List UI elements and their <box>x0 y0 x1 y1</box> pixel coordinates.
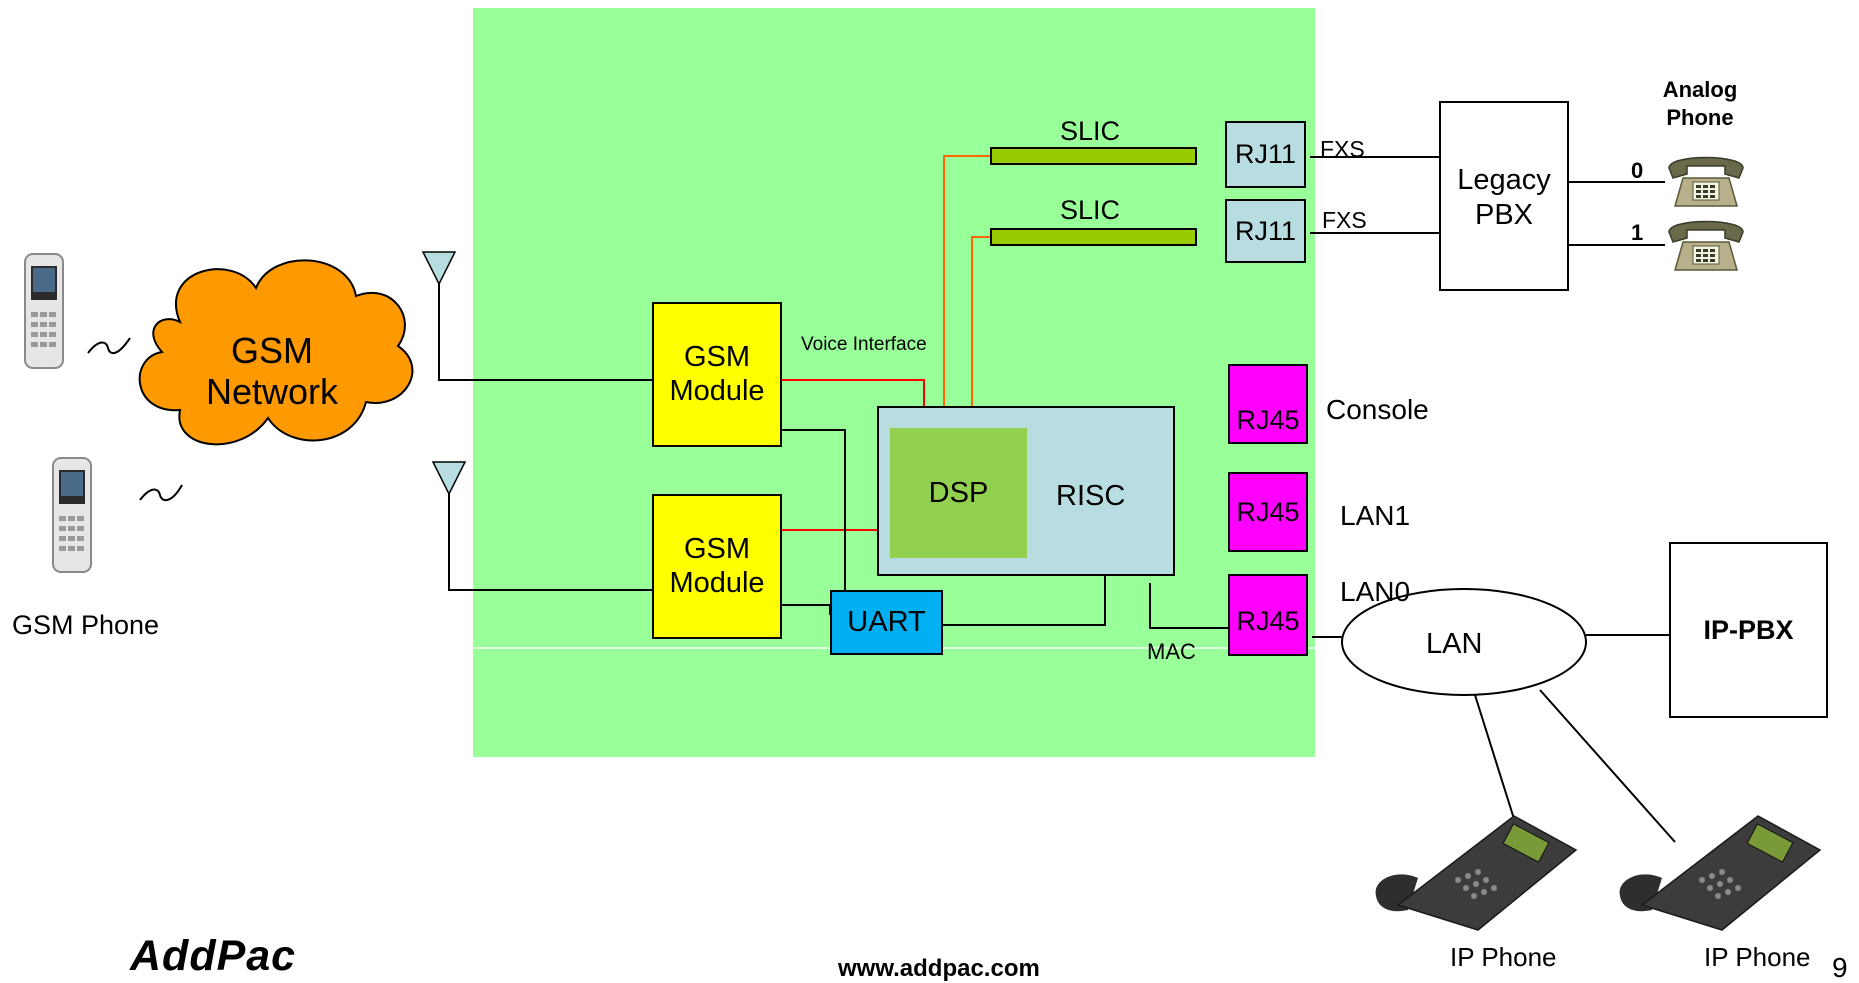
gsm-network-cloud <box>138 259 414 446</box>
gsm-handset-1-icon <box>24 253 64 369</box>
analog-phone-line-2: Phone <box>1666 104 1734 130</box>
analog-phone-label: Analog Phone <box>1640 76 1760 131</box>
console-label: Console <box>1326 394 1429 425</box>
risc-label: RISC <box>1056 480 1126 512</box>
lan1-label: LAN1 <box>1340 500 1411 531</box>
rj45-console-port: RJ45 <box>1228 364 1308 444</box>
uart-risc-line <box>943 576 1106 626</box>
fxs-label-2: FXS <box>1322 207 1367 233</box>
ip-phone-2-icon <box>1619 815 1822 931</box>
analog-phone-line-1: Analog <box>1662 77 1738 102</box>
lan-ipphone-1-line <box>1474 694 1516 823</box>
ip-phone-2-label: IP Phone <box>1704 942 1811 972</box>
gsm1-uart-line <box>782 429 846 590</box>
gsm-module-2-line-1: GSM <box>683 533 751 566</box>
gsm2-uart-line <box>782 604 831 615</box>
lan-ellipse <box>1341 588 1587 696</box>
wireless-wave-2-icon <box>139 484 183 502</box>
ip-phone-1-icon <box>1375 815 1578 931</box>
slic-label-1: SLIC <box>1060 116 1121 146</box>
gsm-module-1-line-1: GSM <box>683 341 751 374</box>
addpac-logo: AddPac <box>130 932 297 980</box>
legacy-pbx-line-2: PBX <box>1474 198 1534 231</box>
ip-phone-1-label: IP Phone <box>1450 942 1557 972</box>
slic-label-2: SLIC <box>1060 195 1121 225</box>
antenna-1-icon <box>421 251 457 286</box>
analog-port-0-label: 0 <box>1631 158 1644 183</box>
analog-phone-0-icon <box>1668 156 1744 207</box>
rj45-lan0-port: RJ45 <box>1228 574 1308 656</box>
lan0-label: LAN0 <box>1340 576 1411 607</box>
rj45-lan1-port: RJ45 <box>1228 472 1308 552</box>
gsm-network-line-2: Network <box>205 371 339 413</box>
wireless-wave-1-icon <box>87 337 131 355</box>
antenna-2-icon <box>431 461 467 496</box>
page-number: 9 <box>1832 952 1848 983</box>
gsm-module-1: GSM Module <box>652 302 782 447</box>
gsm-module-2-line-2: Module <box>669 566 765 599</box>
ip-pbx: IP-PBX <box>1669 542 1828 718</box>
gsm-network-line-1: GSM <box>230 330 313 371</box>
footer-url: www.addpac.com <box>838 955 1040 982</box>
gsm-module-2: GSM Module <box>652 494 782 639</box>
analog-phone-1-icon <box>1668 220 1744 271</box>
gsm-module-1-line-2: Module <box>669 374 765 407</box>
lan-ipphone-2-line <box>1539 689 1676 843</box>
lan-label: LAN <box>1426 628 1483 660</box>
legacy-pbx: Legacy PBX <box>1439 101 1569 291</box>
gsm-network-label: GSM Network <box>182 330 362 413</box>
slic-bar-1 <box>990 147 1197 165</box>
rj11-port-2: RJ11 <box>1225 199 1306 263</box>
dsp-block: DSP <box>890 428 1027 558</box>
mac-label: MAC <box>1147 639 1196 664</box>
legacy-pbx-line-1: Legacy <box>1457 164 1551 196</box>
slic-line-2 <box>971 236 990 428</box>
uart-block: UART <box>830 590 943 655</box>
gsm-handset-2-icon <box>52 457 92 573</box>
antenna-1-line <box>438 284 652 381</box>
fxs-label-1: FXS <box>1320 136 1365 162</box>
mac-line <box>1149 583 1228 629</box>
voice-interface-label: Voice Interface <box>801 334 927 355</box>
rj11-port-1: RJ11 <box>1225 121 1306 188</box>
slic-bar-2 <box>990 228 1197 246</box>
slic-line-1 <box>943 155 990 428</box>
gsm-phone-label: GSM Phone <box>12 610 160 640</box>
antenna-2-line <box>448 494 652 591</box>
analog-port-1-label: 1 <box>1631 220 1644 245</box>
